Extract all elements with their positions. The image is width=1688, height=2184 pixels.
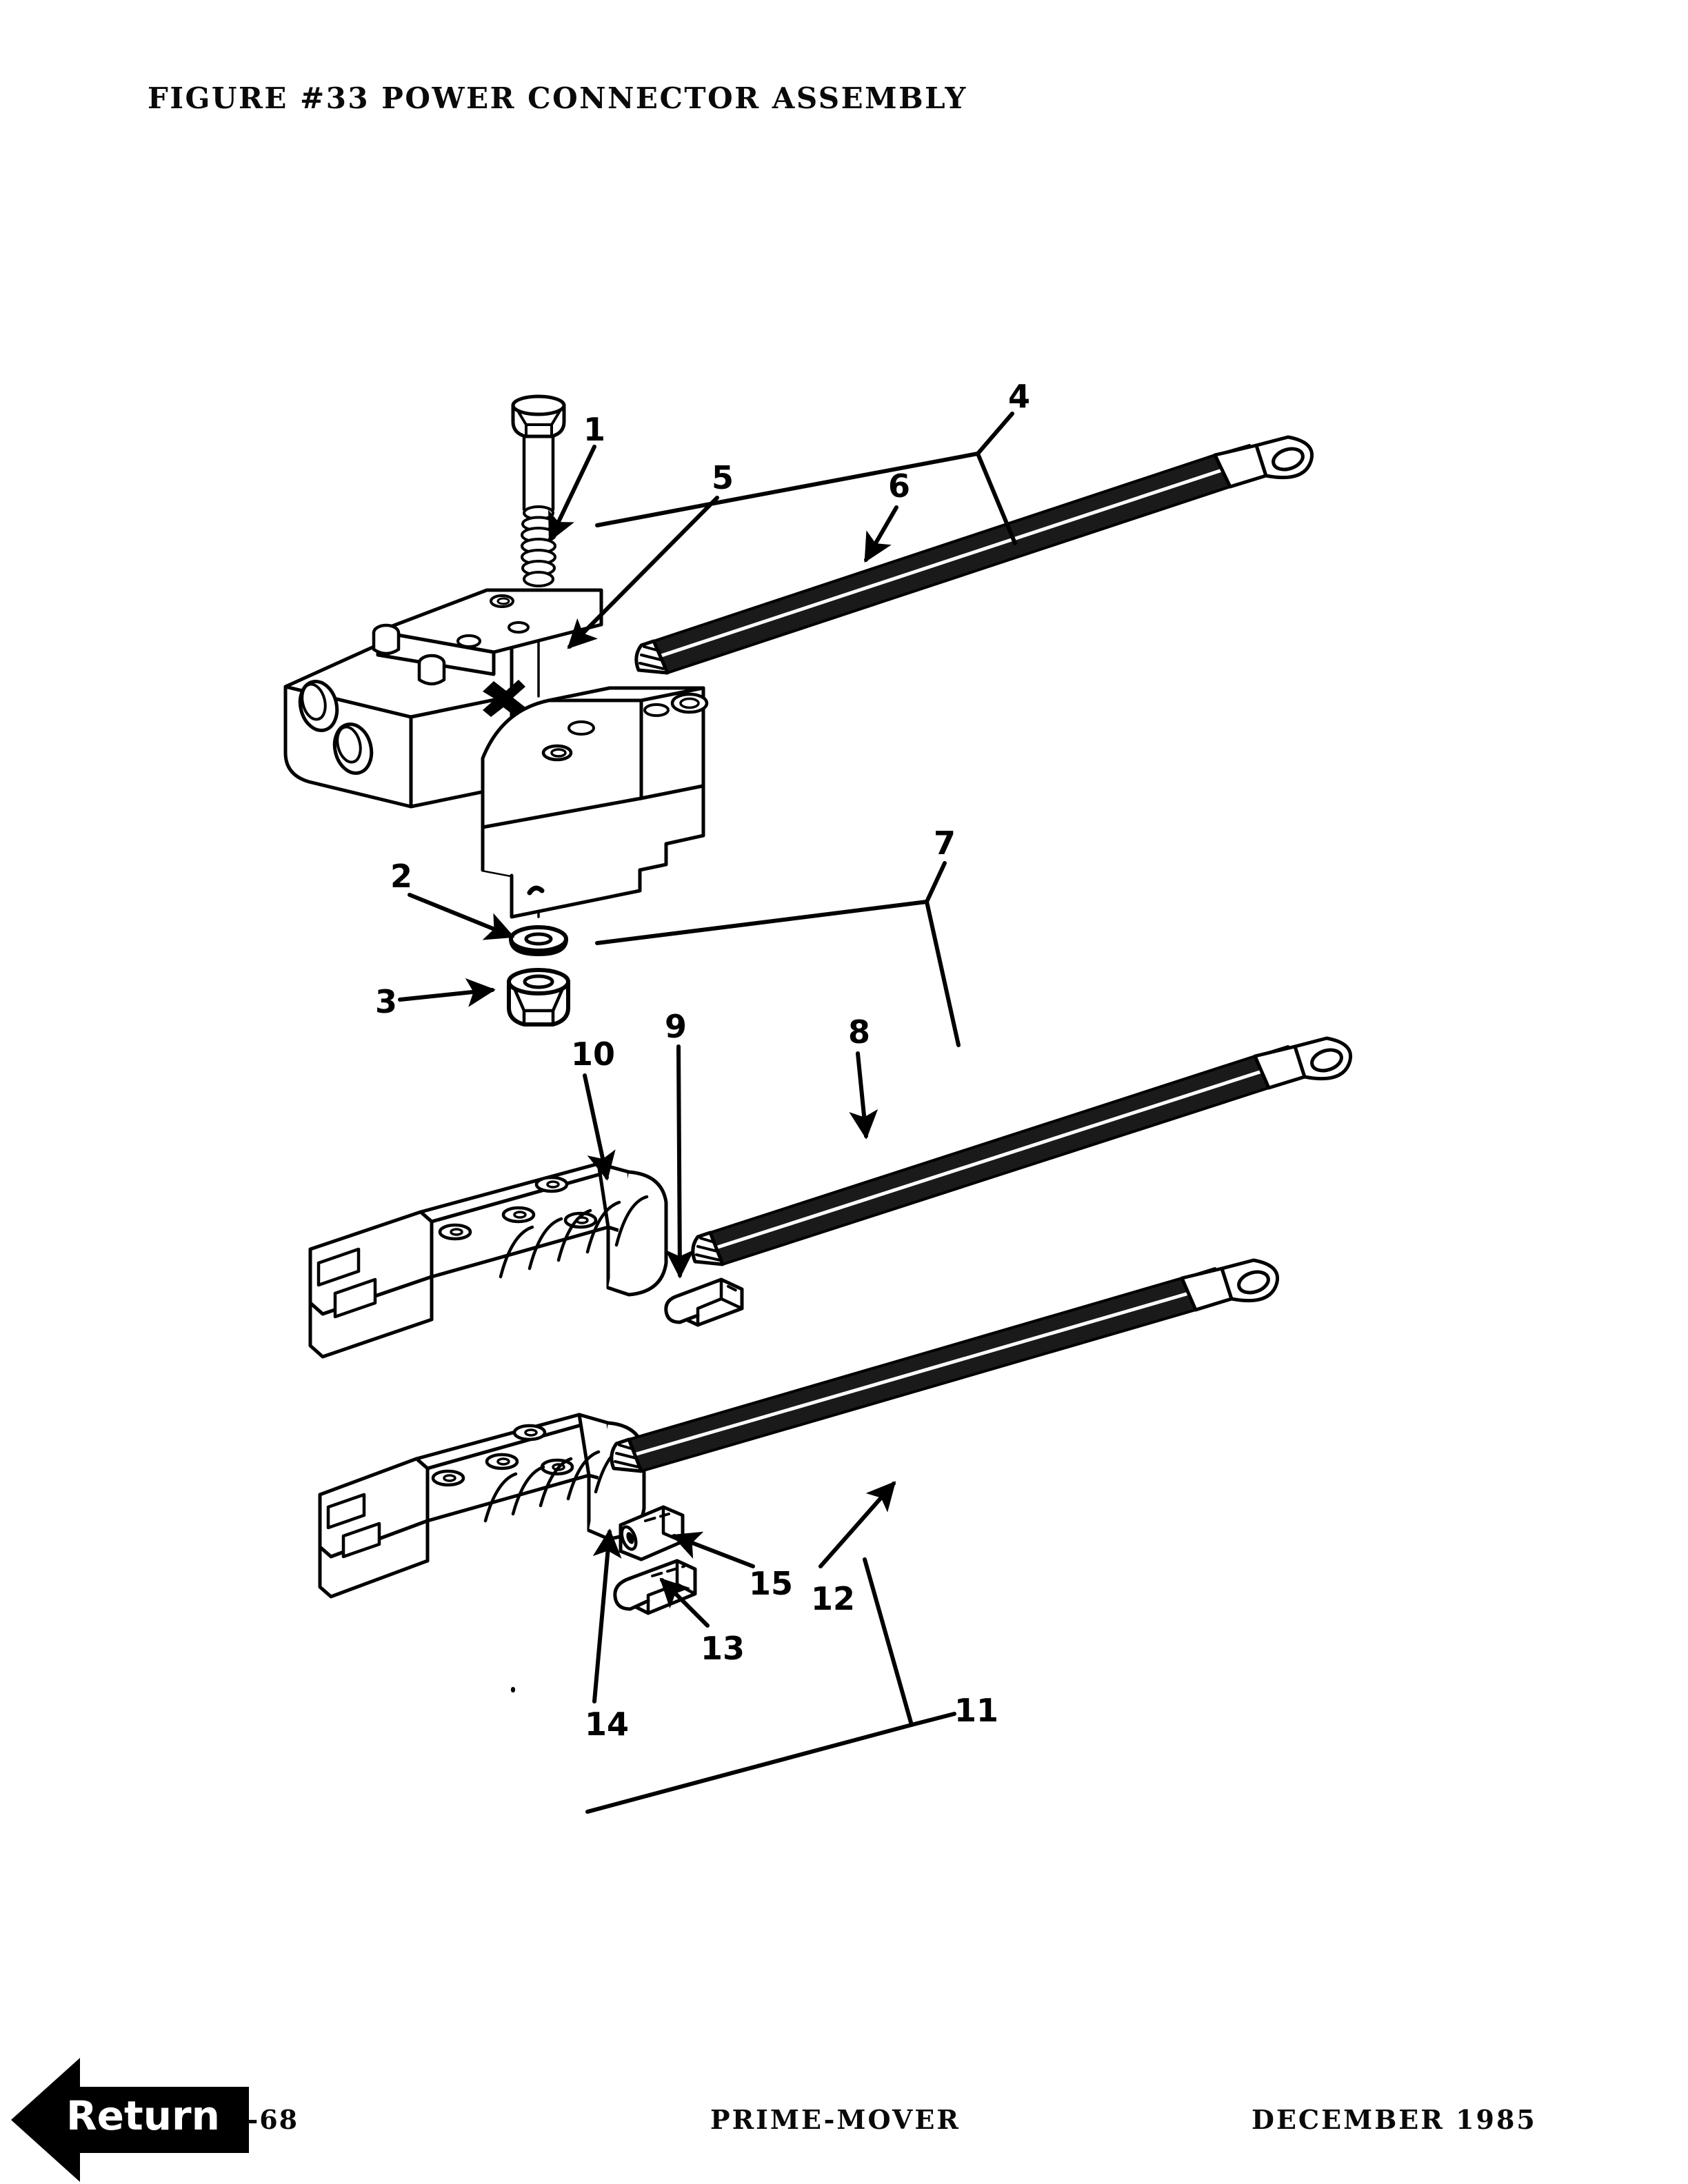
part-hex-head-bolt [511,394,566,587]
callout-label-12: 12 [811,1580,856,1617]
part-connector-housing-lower [318,1413,646,1599]
left-arrow-icon[interactable] [11,2058,249,2182]
part-mounting-bracket [283,588,709,919]
callout-label-10: 10 [571,1035,616,1073]
part-contact-sleeve [619,1505,685,1561]
document-date: DECEMBER 1985 [1252,2104,1537,2135]
manual-name: PRIME-MOVER [710,2104,961,2135]
part-cable-upper [634,435,1314,675]
return-button[interactable] [11,2058,249,2182]
part-cable-middle [691,1036,1353,1266]
callout-label-15: 15 [749,1565,794,1602]
cross-stamp-icon [483,680,525,717]
callout-label-1: 1 [583,411,606,448]
callout-label-7: 7 [934,825,956,862]
part-lock-washer [509,885,568,956]
part-contact-pin-lower [613,1559,697,1615]
callout-label-2: 2 [390,858,413,895]
page-footer: 0-68 PRIME-MOVER DECEMBER 1985 [0,2096,1688,2144]
part-contact-pin-middle [664,1277,744,1327]
callout-label-5: 5 [712,459,734,496]
callout-label-14: 14 [585,1706,630,1743]
callout-label-9: 9 [665,1008,687,1045]
part-cable-lower [610,1258,1280,1473]
callout-label-6: 6 [888,467,911,505]
callout-label-3: 3 [375,983,398,1020]
part-hex-nut [507,968,570,1027]
callout-label-13: 13 [701,1630,745,1667]
callout-label-4: 4 [1008,378,1031,415]
page-title: FIGURE #33 POWER CONNECTOR ASSEMBLY [148,81,967,115]
part-connector-housing-upper [308,1162,668,1359]
callout-label-11: 11 [954,1692,999,1729]
callout-leader-lines [398,412,1017,1814]
callout-label-8: 8 [848,1013,871,1051]
